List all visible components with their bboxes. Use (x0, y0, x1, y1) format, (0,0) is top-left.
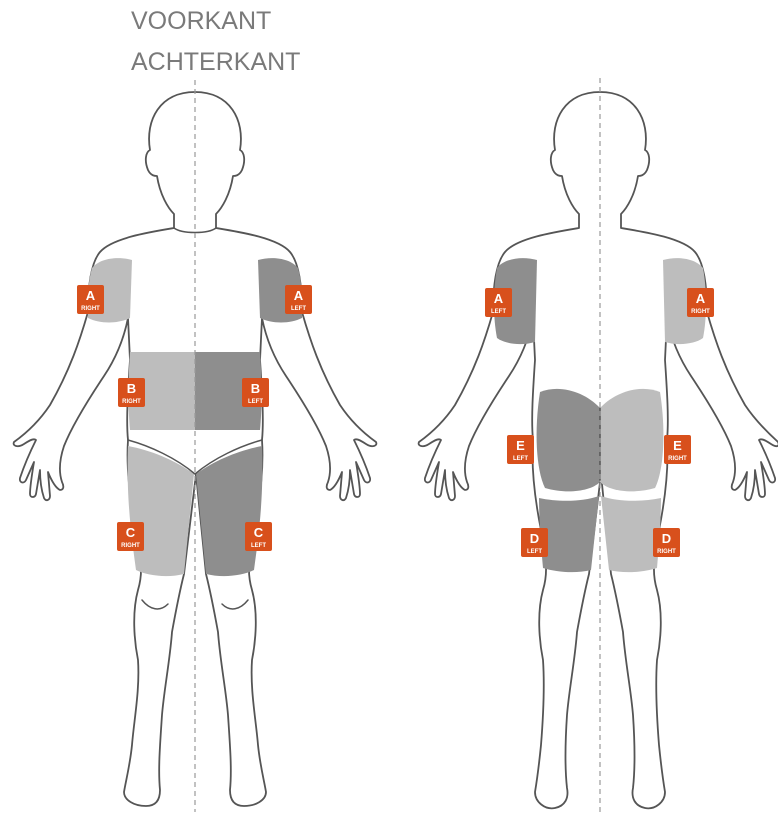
badge-side-label: RIGHT (668, 456, 687, 462)
badge-letter: A (86, 288, 96, 303)
back-zone-e-left (537, 389, 600, 492)
badge-letter: B (127, 381, 136, 396)
back-badge-a-left: A LEFT (485, 288, 512, 317)
back-badge-a-right: A RIGHT (687, 288, 714, 317)
badge-side-label: LEFT (513, 456, 528, 462)
badge-side-label: LEFT (251, 543, 266, 549)
badge-letter: E (516, 438, 525, 453)
badge-letter: A (494, 291, 504, 306)
badge-letter: A (294, 288, 304, 303)
badge-letter: E (673, 438, 682, 453)
badge-side-label: RIGHT (121, 543, 140, 549)
front-badge-a-left: A LEFT (285, 285, 312, 314)
badge-side-label: LEFT (291, 306, 306, 312)
badge-side-label: LEFT (527, 549, 542, 555)
front-figure (14, 80, 377, 812)
front-badge-b-left: B LEFT (242, 378, 269, 407)
front-badge-c-left: C LEFT (245, 522, 272, 551)
back-zone-e-right (600, 389, 663, 492)
front-badge-a-right: A RIGHT (77, 285, 104, 314)
back-badge-d-right: D RIGHT (653, 528, 680, 557)
front-badge-b-right: B RIGHT (118, 378, 145, 407)
badge-side-label: LEFT (491, 309, 506, 315)
back-badge-e-right: E RIGHT (664, 435, 691, 464)
badge-side-label: LEFT (248, 399, 263, 405)
badge-side-label: RIGHT (122, 399, 141, 405)
badge-letter: D (662, 531, 671, 546)
back-badge-e-left: E LEFT (507, 435, 534, 464)
badge-letter: C (126, 525, 136, 540)
back-figure (419, 78, 778, 812)
badge-letter: B (251, 381, 260, 396)
badge-side-label: RIGHT (691, 309, 710, 315)
back-zone-d-right (601, 496, 661, 572)
badge-letter: D (530, 531, 539, 546)
back-badge-d-left: D LEFT (521, 528, 548, 557)
badge-letter: C (254, 525, 264, 540)
badge-side-label: RIGHT (657, 549, 676, 555)
badge-letter: A (696, 291, 706, 306)
front-badge-c-right: C RIGHT (117, 522, 144, 551)
badge-side-label: RIGHT (81, 306, 100, 312)
